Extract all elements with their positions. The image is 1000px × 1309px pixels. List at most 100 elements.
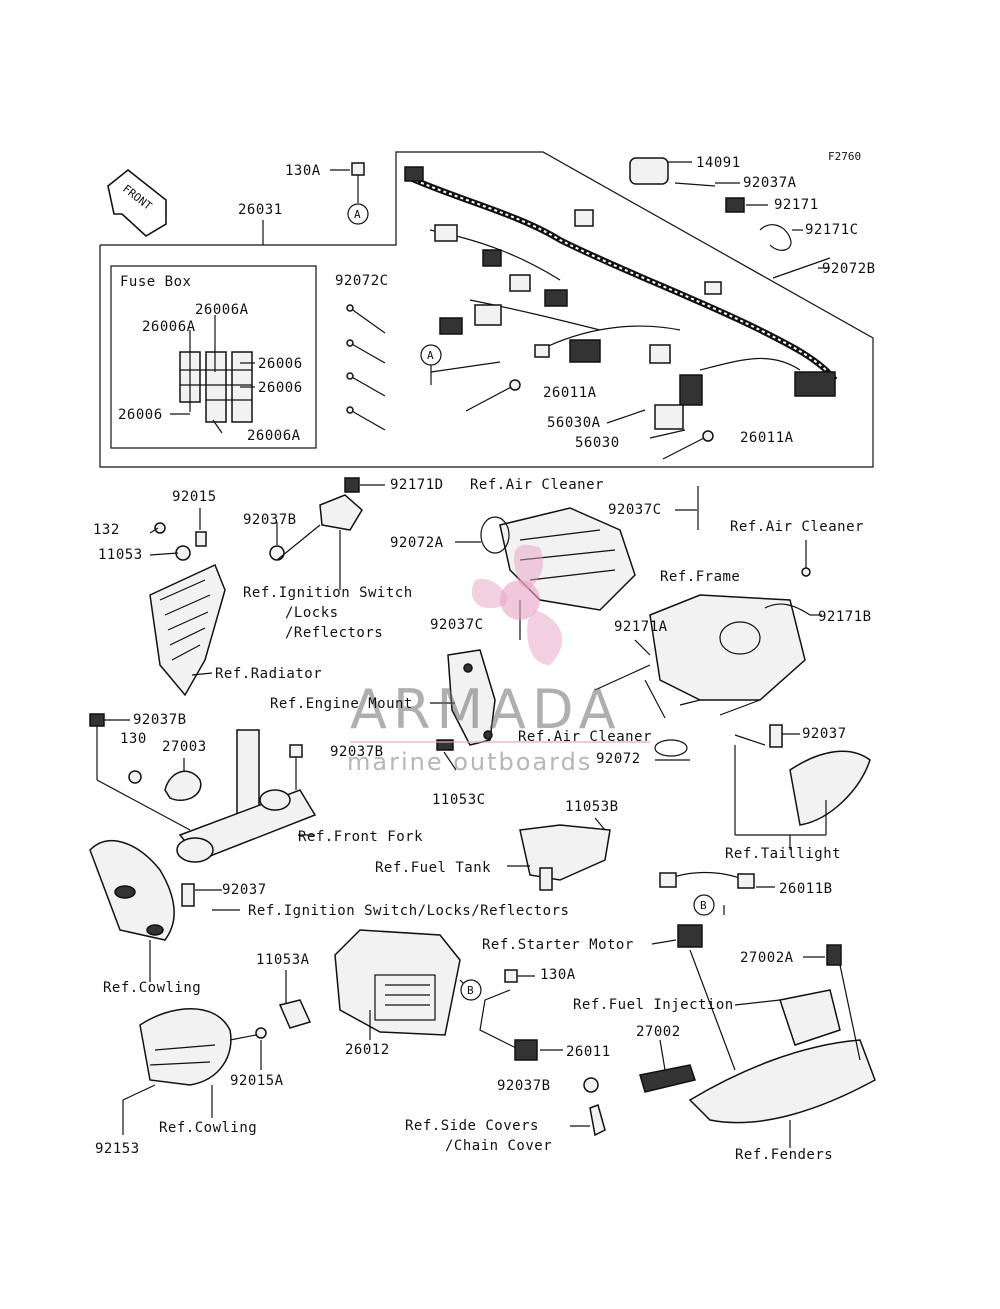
label-26011b: 26011B	[779, 881, 833, 897]
label-27002: 27002	[636, 1024, 681, 1040]
frame-section	[594, 540, 822, 719]
ignition-bracket	[269, 477, 385, 590]
label-11053: 11053	[98, 547, 143, 563]
label-26012: 26012	[345, 1042, 390, 1058]
label-ref-radiator: Ref.Radiator	[215, 666, 322, 682]
label-ref-starter-motor: Ref.Starter Motor	[482, 937, 634, 953]
label-ref-side-covers: Ref.Side Covers	[405, 1118, 539, 1134]
label-ref-ignition-switch-locks-reflectors: Ref.Ignition Switch/Locks/Reflectors	[248, 903, 569, 919]
label-11053b: 11053B	[565, 799, 619, 815]
battery	[334, 929, 469, 1040]
label-92171c: 92171C	[805, 222, 859, 238]
label-92072a: 92072A	[390, 535, 444, 551]
label-92072: 92072	[596, 751, 641, 767]
label-92037c: 92037C	[430, 617, 484, 633]
svg-text:B: B	[467, 984, 474, 997]
air-cleaner-housing	[455, 486, 699, 640]
part-labels: 130A 14091 92037A 92171 92171C 92072B 26…	[93, 155, 876, 1163]
label-ref-front-fork: Ref.Front Fork	[298, 829, 423, 845]
callout-a-mid: A	[420, 344, 501, 385]
harness-outline	[99, 151, 874, 468]
label-92015a: 92015A	[230, 1073, 284, 1089]
label-ref-taillight: Ref.Taillight	[725, 846, 841, 862]
label-ref-ignition-switch: Ref.Ignition Switch	[243, 585, 413, 601]
label-92072c: 92072C	[335, 273, 389, 289]
label-ref-engine-mount: Ref.Engine Mount	[270, 696, 413, 712]
label-56030: 56030	[575, 435, 620, 451]
label-26006a: 26006A	[195, 302, 249, 318]
label-92037b: 92037B	[330, 744, 384, 760]
label-chain-cover: /Chain Cover	[445, 1138, 552, 1154]
label-92171: 92171	[774, 197, 819, 213]
label-26011: 26011	[566, 1044, 611, 1060]
regulator-unit	[149, 508, 226, 697]
sensor-56030	[465, 379, 714, 460]
label-92037b: 92037B	[497, 1078, 551, 1094]
label-14091: 14091	[696, 155, 741, 171]
callout-a-top: A	[347, 203, 369, 225]
engine-mount-plate	[430, 649, 496, 771]
front-arrow-icon: FRONT	[107, 168, 167, 237]
label-92171d: 92171D	[390, 477, 444, 493]
fuel-tank-bracket	[507, 817, 611, 891]
svg-text:B: B	[700, 899, 707, 912]
label-92153: 92153	[95, 1141, 140, 1157]
relay-parts	[629, 157, 831, 279]
label-reflectors: /Reflectors	[285, 625, 383, 641]
label-92171a: 92171A	[614, 619, 668, 635]
label-92037b: 92037B	[243, 512, 297, 528]
label-130: 130	[120, 731, 147, 747]
label-92072b: 92072B	[822, 261, 876, 277]
label-56030a: 56030A	[547, 415, 601, 431]
label-11053a: 11053A	[256, 952, 310, 968]
label-locks: /Locks	[285, 605, 339, 621]
wiring-harness	[404, 166, 838, 406]
label-27003: 27003	[162, 739, 207, 755]
label-ref-air-cleaner: Ref.Air Cleaner	[730, 519, 864, 535]
callout-b-battery: B	[460, 979, 482, 1001]
label-92171b: 92171B	[818, 609, 872, 625]
cowling-upper	[89, 840, 240, 982]
label-132: 132	[93, 522, 120, 538]
label-92037: 92037	[802, 726, 847, 742]
connector-set	[346, 304, 386, 431]
label-26006: 26006	[258, 380, 303, 396]
bolt-130a	[330, 162, 365, 203]
fuse-box-outline	[110, 265, 317, 449]
taillight-bracket	[654, 724, 871, 850]
label-ref-cowling: Ref.Cowling	[103, 980, 201, 996]
label-ref-air-cleaner: Ref.Air Cleaner	[470, 477, 604, 493]
label-92037: 92037	[222, 882, 267, 898]
rear-fender	[639, 944, 876, 1148]
label-130a: 130A	[285, 163, 321, 179]
label-92015: 92015	[172, 489, 217, 505]
sensor-26011b	[659, 871, 775, 915]
label-26006: 26006	[118, 407, 163, 423]
figure-code: F2760	[828, 150, 861, 163]
label-11053c: 11053C	[432, 792, 486, 808]
label-130a: 130A	[540, 967, 576, 983]
label-ref-fenders: Ref.Fenders	[735, 1147, 833, 1163]
label-ref-fuel-injection: Ref.Fuel Injection	[573, 997, 734, 1013]
watermark-brand: ARMADA	[350, 678, 622, 741]
label-26011a: 26011A	[740, 430, 794, 446]
svg-text:A: A	[354, 208, 361, 221]
starter-relay	[479, 969, 563, 1061]
fuse-block	[170, 315, 255, 434]
starter-connector	[651, 924, 736, 1071]
callout-b-sensor: B	[693, 894, 715, 916]
label-ref-cowling: Ref.Cowling	[159, 1120, 257, 1136]
label-26006: 26006	[258, 356, 303, 372]
label-ref-air-cleaner: Ref.Air Cleaner	[518, 729, 652, 745]
label-92037a: 92037A	[743, 175, 797, 191]
label-26006a: 26006A	[247, 428, 301, 444]
svg-text:A: A	[427, 349, 434, 362]
label-27002a: 27002A	[740, 950, 794, 966]
label-26031: 26031	[238, 202, 283, 218]
armada-watermark-logo: ARMADA marine outboards	[347, 544, 650, 776]
watermark-tagline: marine outboards	[347, 748, 592, 776]
label-26011a: 26011A	[543, 385, 597, 401]
label-92037c: 92037C	[608, 502, 662, 518]
label-ref-fuel-tank: Ref.Fuel Tank	[375, 860, 491, 876]
